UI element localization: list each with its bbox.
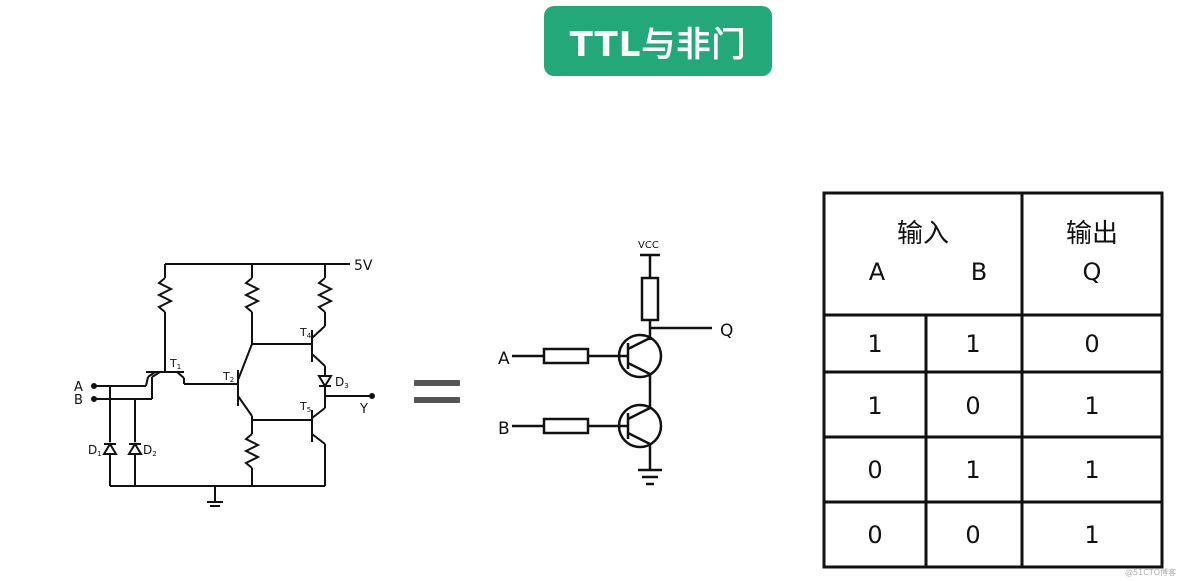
t2-label: T2 xyxy=(222,370,234,384)
d1-label: D1 xyxy=(88,443,102,458)
equals-sign xyxy=(414,380,460,414)
page-title: TTL与非门 xyxy=(569,24,747,65)
title-badge: TTL与非门 xyxy=(544,6,772,76)
watermark: @51CTO博客 xyxy=(1125,568,1176,577)
cell-r1-q: 0 xyxy=(1084,330,1099,358)
cell-r2-b: 0 xyxy=(965,392,980,420)
vcc-label: VCC xyxy=(638,240,659,251)
cell-r4-a: 0 xyxy=(867,521,882,549)
header-output: 输出 xyxy=(1066,219,1118,249)
cell-r1-b: 1 xyxy=(965,330,980,358)
truth-table: 输入 输出 A B Q 1 1 0 1 0 1 0 1 1 0 0 1 xyxy=(822,191,1164,569)
cell-r3-a: 0 xyxy=(867,456,882,484)
cell-r4-q: 1 xyxy=(1084,521,1099,549)
header-inputs: 输入 xyxy=(897,219,949,249)
cell-r3-b: 1 xyxy=(965,456,980,484)
output-y-label: Y xyxy=(359,402,368,417)
col-b-header: B xyxy=(971,258,987,286)
supply-label: 5V xyxy=(354,258,373,274)
input-b-label-right: B xyxy=(498,419,510,439)
col-q-header: Q xyxy=(1083,258,1102,286)
cell-r1-a: 1 xyxy=(867,330,882,358)
cell-r4-b: 0 xyxy=(965,521,980,549)
t4-label: T4 xyxy=(299,326,312,340)
simplified-nand-schematic: VCC Q A B xyxy=(498,240,733,486)
cell-r2-q: 1 xyxy=(1084,392,1099,420)
input-a-label: A xyxy=(74,380,83,395)
t5-label: T5 xyxy=(299,400,311,414)
input-b-label: B xyxy=(74,393,83,408)
cell-r3-q: 1 xyxy=(1084,456,1099,484)
t1-label: T1 xyxy=(169,357,181,371)
d2-label: D2 xyxy=(143,443,157,458)
cell-r2-a: 1 xyxy=(867,392,882,420)
ttl-nand-schematic: 5V T1 A B D1 D2 T2 T4 xyxy=(74,258,375,507)
input-a-label-right: A xyxy=(498,349,510,369)
d3-label: D3 xyxy=(335,375,349,390)
output-q-label: Q xyxy=(720,321,733,341)
col-a-header: A xyxy=(869,258,886,286)
